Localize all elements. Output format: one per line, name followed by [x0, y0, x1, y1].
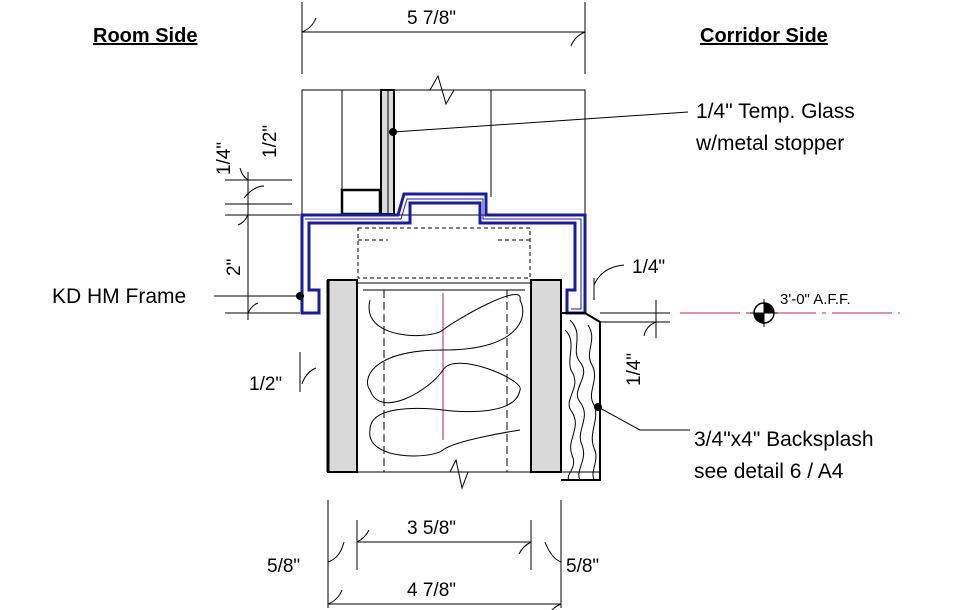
quarter-right-label: 1/4"	[632, 257, 665, 278]
elevation-target-icon	[750, 299, 778, 327]
right-board-label: 5/8"	[566, 556, 599, 577]
backsplash-callout-dot	[594, 403, 602, 411]
dashed-anchor	[357, 227, 531, 279]
top-width-dimension	[301, 2, 586, 74]
kd-hm-frame-label: KD HM Frame	[52, 285, 186, 308]
room-side-label: Room Side	[93, 25, 197, 47]
backsplash-callout-line1: 3/4"x4" Backsplash	[694, 428, 874, 451]
right-dimensions	[593, 264, 670, 338]
left-board-label: 5/8"	[267, 556, 300, 577]
half-left-label: 1/2"	[249, 374, 282, 395]
quarter-right-lower-label: 1/4"	[624, 353, 645, 386]
metal-stopper	[340, 188, 382, 216]
right-gypsum-board	[530, 279, 562, 473]
bottom-break-line	[328, 458, 600, 490]
kd-hm-frame	[300, 192, 587, 315]
glass-callout-line2: w/metal stopper	[695, 132, 844, 155]
frame-callout-dot	[296, 292, 304, 300]
upper-frame-outline	[301, 74, 586, 216]
left-gypsum-board	[327, 279, 358, 473]
half-top-label: 1/2"	[260, 125, 281, 158]
bottom-dimensions	[327, 500, 562, 610]
glass-callout-line1: 1/4" Temp. Glass	[696, 100, 855, 123]
top-width-label: 5 7/8"	[407, 8, 456, 29]
backsplash	[561, 312, 601, 481]
elevation-label: 3'-0" A.F.F.	[780, 291, 851, 308]
left-dimensions	[225, 167, 317, 392]
overall-width-label: 4 7/8"	[407, 580, 456, 601]
backsplash-callout-line2: see detail 6 / A4	[694, 460, 844, 483]
two-inch-label: 2"	[224, 259, 245, 276]
glass-callout-dot	[389, 128, 397, 136]
stud-width-label: 3 5/8"	[407, 518, 456, 539]
quarter-top-label: 1/4"	[214, 142, 235, 175]
stud-cavity	[356, 282, 532, 473]
corridor-side-label: Corridor Side	[700, 25, 828, 47]
